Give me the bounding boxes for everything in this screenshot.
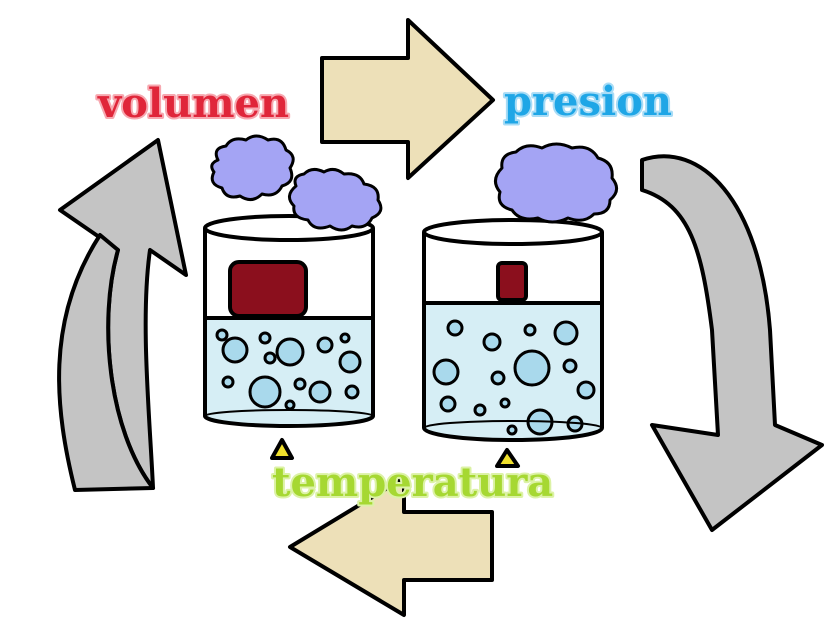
left-flame-icon: [270, 438, 294, 460]
left-steam-cloud: [210, 134, 295, 201]
right-steam-cloud: [494, 142, 618, 224]
top-right-arrow: [320, 18, 495, 180]
right-beaker: [422, 218, 604, 442]
steam-clouds: [210, 134, 618, 232]
right-beaker-weight: [496, 261, 528, 302]
left-beaker: [203, 214, 375, 428]
right-beaker-bubbles: [432, 319, 596, 436]
pressure-label: presion: [504, 78, 672, 125]
left-beaker-weight: [228, 260, 308, 318]
right-down-arrow: [640, 154, 824, 532]
volume-label: volumen: [97, 80, 289, 127]
bottom-left-arrow: [288, 476, 494, 617]
temperature-label: temperatura: [272, 459, 553, 506]
left-up-arrow-body: [57, 233, 155, 492]
right-flame-icon: [495, 448, 520, 468]
left-beaker-bubbles: [215, 328, 362, 411]
middle-steam-cloud: [288, 167, 383, 232]
